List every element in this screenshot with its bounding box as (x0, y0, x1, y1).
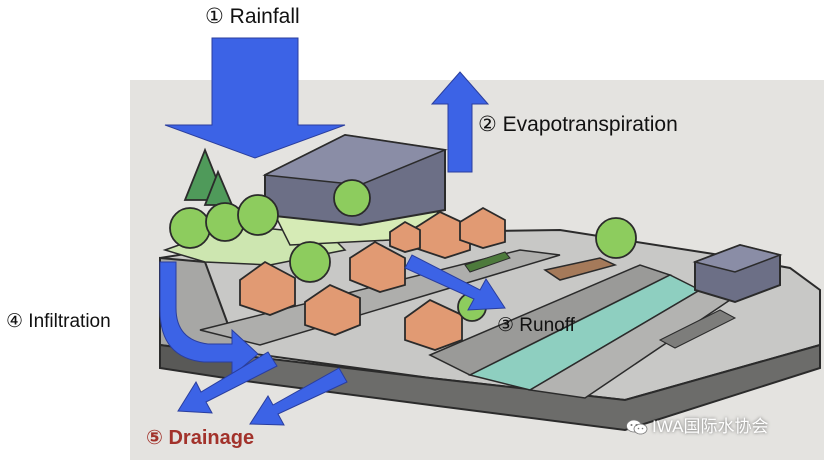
rainfall-arrow (164, 37, 346, 159)
evapotranspiration-arrow (430, 71, 490, 173)
houses (239, 206, 506, 351)
runoff-label: ③ Runoff (497, 315, 575, 336)
rainfall-label: ① Rainfall (205, 5, 300, 28)
watermark-text: IWA国际水协会 (652, 417, 769, 436)
evapotranspiration-label: ② Evapotranspiration (478, 113, 678, 136)
roads-and-river (199, 249, 737, 399)
infiltration-arrow (159, 261, 259, 378)
infiltration-label: ④ Infiltration (6, 311, 111, 332)
grey-building-small (692, 243, 783, 304)
runoff-arrow (404, 254, 506, 311)
drainage-label: ⑤ Drainage (146, 427, 255, 449)
wechat-icon (626, 419, 648, 435)
watermark: IWA国际水协会 (626, 412, 768, 437)
trees (169, 147, 637, 322)
drainage-arrow-right (249, 367, 348, 426)
drainage-arrow-left (177, 351, 278, 414)
process-arrows (159, 37, 506, 426)
